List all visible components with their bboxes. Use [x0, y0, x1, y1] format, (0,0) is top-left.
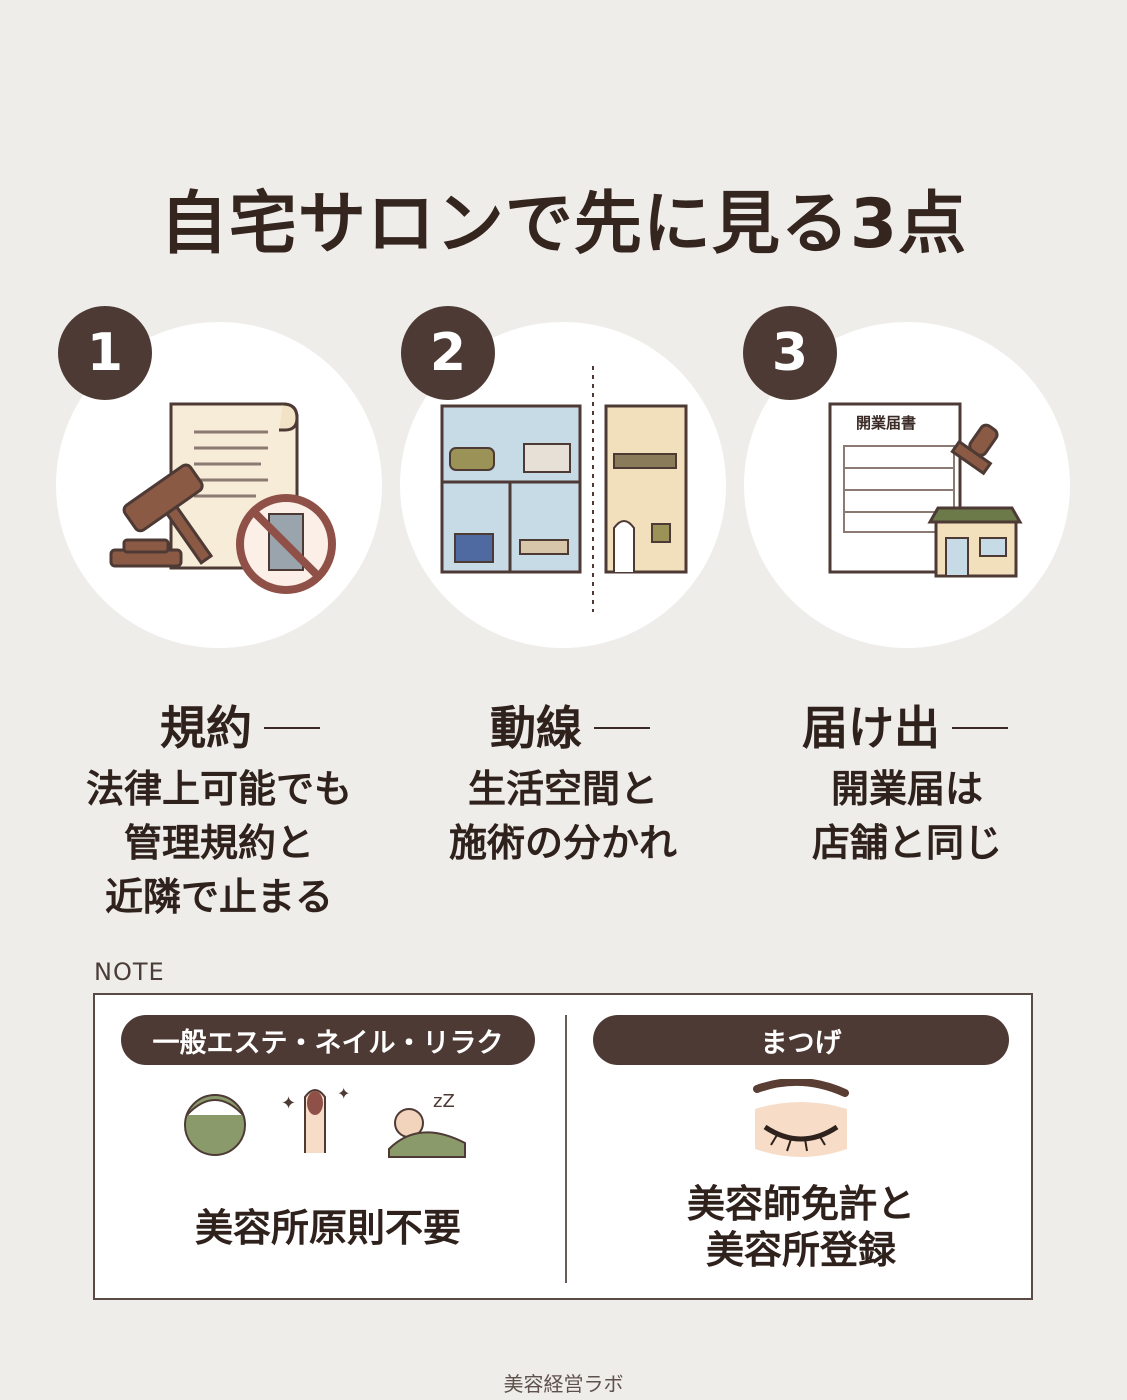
- beauty-services-icon: ✦ ✦ zZ: [184, 1084, 466, 1158]
- body-line: 近隣で止まる: [104, 875, 333, 919]
- pill-general: 一般エステ・ネイル・リラク: [121, 1015, 535, 1065]
- step-badge-1: 1: [58, 306, 152, 400]
- body-line: 法律上可能でも: [85, 767, 352, 811]
- note-line: 美容所登録: [705, 1228, 896, 1272]
- step-badge-3: 3: [743, 306, 837, 400]
- sparkle-icon: ✦: [337, 1084, 350, 1103]
- note-box: 一般エステ・ネイル・リラク ✦ ✦ zZ 美容所原則不要 まつげ 美容師免許と …: [93, 993, 1033, 1300]
- body-line: 開業届は: [830, 767, 983, 811]
- doc-label: 開業届書: [856, 414, 916, 432]
- heading-flow: 動線: [490, 692, 650, 758]
- body-line: 生活空間と: [467, 767, 658, 811]
- heading-dash: [594, 726, 650, 729]
- footer-brand: 美容経営ラボ: [503, 1372, 624, 1396]
- page-title: 自宅サロンで先に見る3点: [159, 185, 968, 264]
- note-label: NOTE: [94, 958, 165, 986]
- note-divider: [565, 1015, 567, 1283]
- step-number: 1: [86, 323, 124, 383]
- body-line: 管理規約と: [123, 821, 314, 865]
- filing-document-icon: 開業届書: [828, 402, 1023, 578]
- heading-text: 規約: [160, 701, 252, 755]
- body-line: 施術の分かれ: [448, 821, 677, 865]
- sparkle-icon: ✦: [281, 1093, 296, 1114]
- heading-dash: [952, 726, 1008, 729]
- sleep-icon: zZ: [433, 1091, 455, 1112]
- body-rules: 法律上可能でも 管理規約と 近隣で止まる: [56, 762, 382, 924]
- step-number: 3: [771, 323, 809, 383]
- note-line: 美容師免許と: [686, 1182, 915, 1226]
- heading-rules: 規約: [160, 692, 320, 758]
- note-general-text: 美容所原則不要: [194, 1206, 461, 1250]
- heading-text: 届け出: [802, 701, 940, 755]
- gavel-contract-icon: [109, 402, 336, 594]
- body-line: 店舗と同じ: [811, 821, 1002, 865]
- heading-text: 動線: [490, 701, 582, 755]
- circle-filing: 開業届書: [744, 322, 1070, 648]
- body-flow: 生活空間と 施術の分かれ: [400, 762, 726, 870]
- pill-eyelash: まつげ: [593, 1015, 1009, 1065]
- heading-filing: 届け出: [802, 692, 1008, 758]
- step-badge-2: 2: [401, 306, 495, 400]
- note-eyelash-text: 美容師免許と 美容所登録: [593, 1181, 1009, 1273]
- circle-rules: [56, 322, 382, 648]
- step-number: 2: [429, 323, 467, 383]
- body-filing: 開業届は 店舗と同じ: [744, 762, 1070, 870]
- eyelash-icon: [753, 1079, 849, 1157]
- floor-plan-icon: [440, 366, 688, 612]
- heading-dash: [264, 726, 320, 729]
